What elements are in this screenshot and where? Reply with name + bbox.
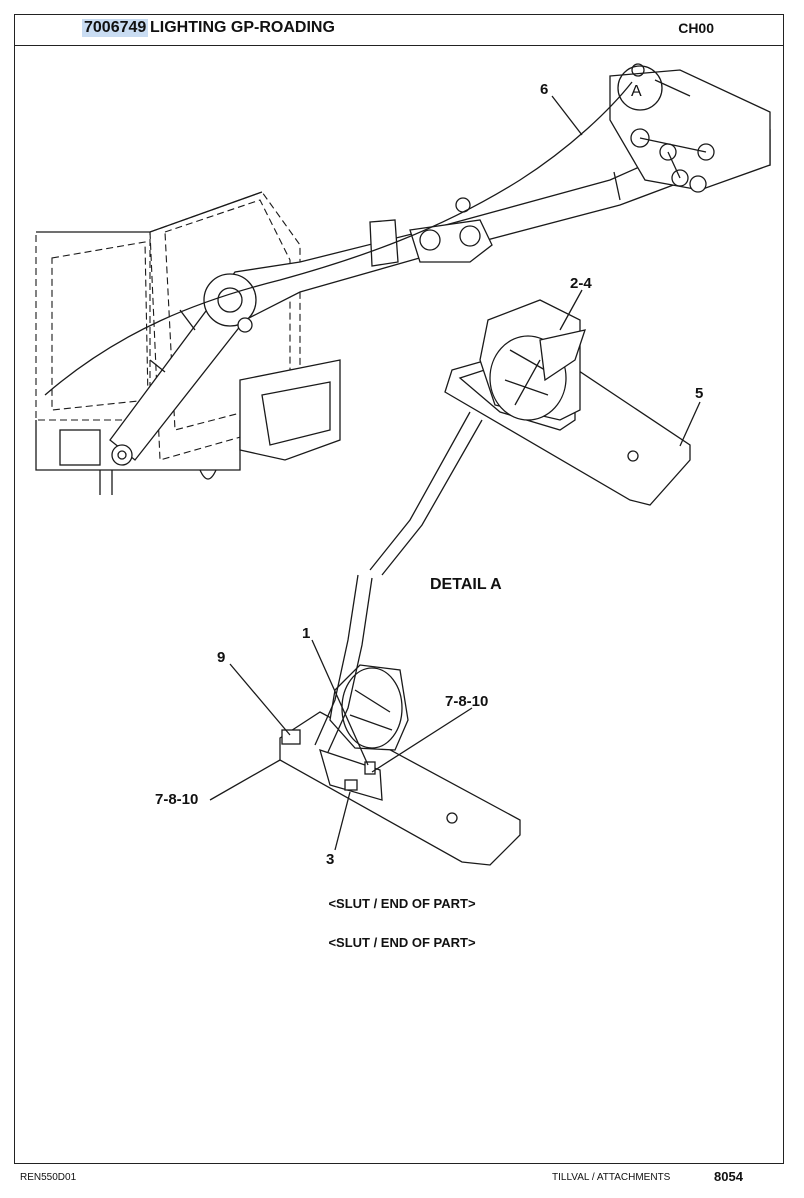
page-frame (14, 14, 784, 1164)
leader-lines (209, 95, 701, 851)
callout-3: 3 (326, 851, 334, 868)
part-title: LIGHTING GP-ROADING (150, 19, 335, 36)
section-name: TILLVAL / ATTACHMENTS (552, 1172, 671, 1183)
parts-drawing: A 6 2-4 5 1 9 7-8-10 7-8-1 (35, 63, 771, 868)
callout-7-8-10-right: 7-8-10 (445, 693, 488, 710)
document-code: REN550D01 (20, 1172, 77, 1183)
callout-6: 6 (540, 81, 548, 98)
detail-a-label: DETAIL A (430, 576, 502, 593)
lower-lamp-cable (314, 574, 373, 753)
end-of-part-note: <SLUT / END OF PART> (328, 896, 476, 911)
detail-a-marker (617, 63, 691, 111)
callout-9: 9 (217, 649, 225, 666)
callout-2-4: 2-4 (570, 275, 592, 292)
loader-boom (109, 69, 771, 466)
upper-lamp-assembly (444, 299, 691, 506)
callout-7-8-10-left: 7-8-10 (155, 791, 198, 808)
upper-lamp-cable (369, 411, 483, 576)
page-number: 8054 (714, 1169, 743, 1184)
chapter-code: CH00 (678, 20, 714, 36)
callout-5: 5 (695, 385, 703, 402)
machine-frame-outline (35, 191, 341, 495)
callout-a: A (631, 83, 642, 100)
cable-6-line (44, 81, 633, 396)
callout-1: 1 (302, 625, 310, 642)
part-number[interactable]: 7006749 (82, 19, 149, 37)
end-of-part-note-repeat: <SLUT / END OF PART> (328, 935, 476, 950)
page-header: 7006749 LIGHTING GP-ROADING CH00 (14, 14, 784, 46)
